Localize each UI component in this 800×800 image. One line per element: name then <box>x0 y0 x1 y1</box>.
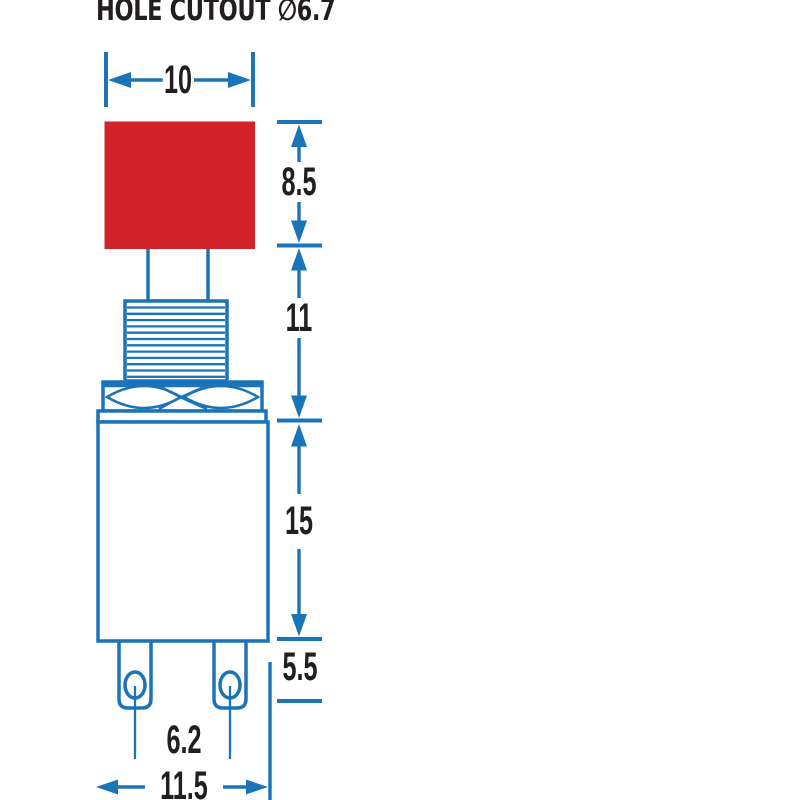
arrow-down-icon <box>291 614 307 637</box>
dim-body-height-lines <box>291 424 307 637</box>
button-cap <box>104 121 255 249</box>
dim-cap-height: 8.5 <box>269 162 329 202</box>
dim-right-column <box>277 120 322 703</box>
dim-body-width: 11.5 <box>144 766 224 800</box>
arrow-right-icon <box>228 72 251 88</box>
arrow-down-icon <box>291 395 307 418</box>
dim-bushing-height: 11 <box>276 298 322 338</box>
dim-terminal-spacing-value: 6.2 <box>165 718 203 762</box>
switch-body <box>96 420 270 643</box>
dim-cap-height-lines <box>291 124 307 243</box>
dim-terminal-height-value: 5.5 <box>281 645 319 689</box>
nut-chamfer-cross-2 <box>158 384 208 411</box>
terminals <box>117 641 248 759</box>
thread-lines <box>127 306 225 378</box>
dim-terminal-height: 5.5 <box>270 647 330 687</box>
arrow-left-icon <box>96 779 118 795</box>
arrow-left-icon <box>108 72 131 88</box>
hex-nut <box>101 380 264 413</box>
dim-cap-width: 10 <box>154 60 203 100</box>
dim-body-height-value: 15 <box>283 499 315 543</box>
arrow-up-icon <box>291 424 307 447</box>
dim-body-width-lines <box>96 662 272 800</box>
dim-cap-width-value: 10 <box>162 58 194 102</box>
dimension-linework <box>96 52 322 800</box>
nut-facet-right <box>181 384 261 410</box>
arrow-right-icon <box>246 779 268 795</box>
arrow-down-icon <box>291 220 307 243</box>
arrow-up-icon <box>291 248 307 271</box>
arrow-up-icon <box>291 124 307 147</box>
dim-body-width-value: 11.5 <box>158 766 210 800</box>
nut-chamfer-cross-1 <box>158 384 208 411</box>
dim-body-height: 15 <box>275 501 324 541</box>
plunger-stem <box>146 244 210 303</box>
title-text: HOLE CUTOUT ∅6.7 <box>96 0 336 28</box>
title: HOLE CUTOUT ∅6.7 <box>96 0 415 26</box>
threaded-bushing <box>123 299 229 383</box>
dim-bushing-height-value: 11 <box>284 296 314 340</box>
dim-cap-height-value: 8.5 <box>280 160 318 204</box>
dim-terminal-spacing: 6.2 <box>154 720 214 760</box>
dim-bushing-height-lines <box>291 248 307 418</box>
dim-cap-width-lines <box>104 52 255 107</box>
switch-figure <box>96 121 270 759</box>
